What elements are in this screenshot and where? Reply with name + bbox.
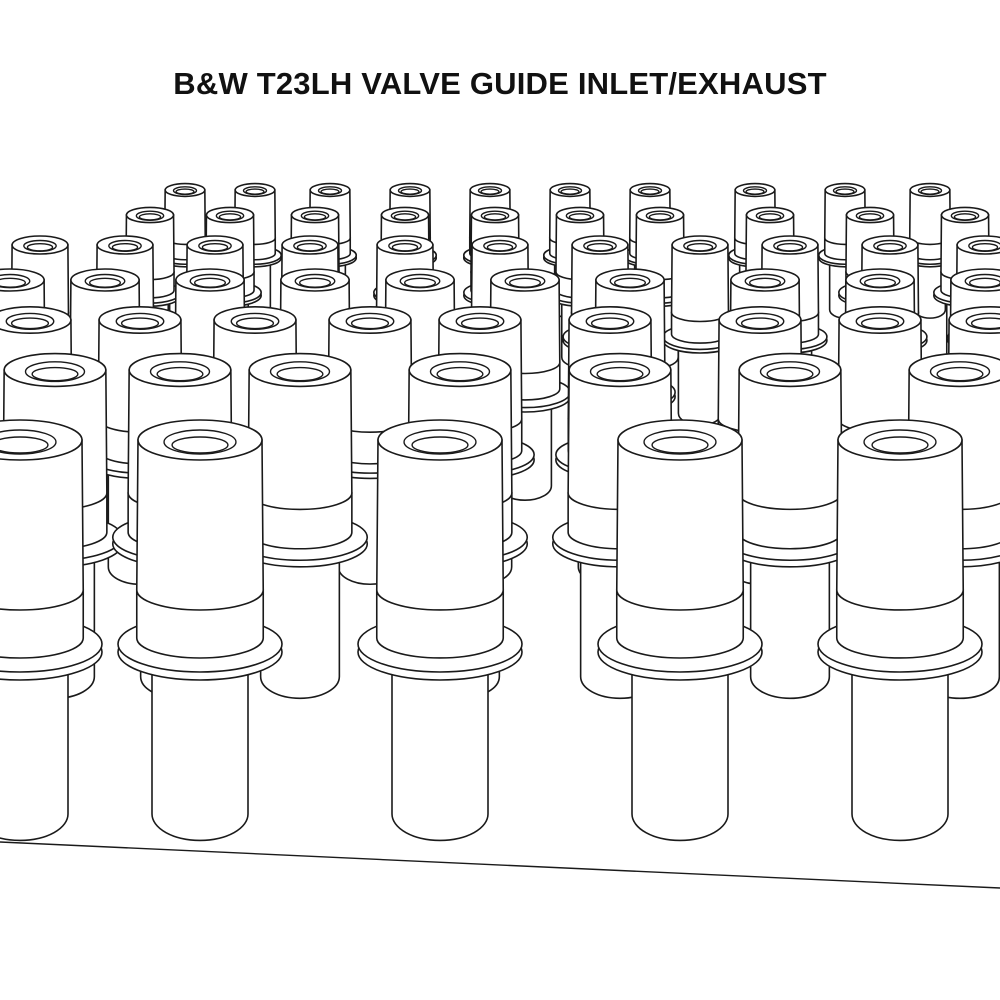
tray-edge-line — [0, 841, 1000, 889]
valve-guide — [0, 419, 103, 842]
valve-guide — [597, 419, 763, 842]
valve-guide — [817, 419, 983, 842]
valve-guide — [721, 352, 859, 700]
diagram-title: B&W T23LH VALVE GUIDE INLET/EXHAUST — [173, 66, 827, 101]
valve-guides-group — [0, 182, 1000, 842]
valve-guide — [662, 235, 738, 426]
valve-guide — [231, 352, 369, 700]
valve-guide — [357, 419, 523, 842]
valve-guide — [117, 419, 283, 842]
